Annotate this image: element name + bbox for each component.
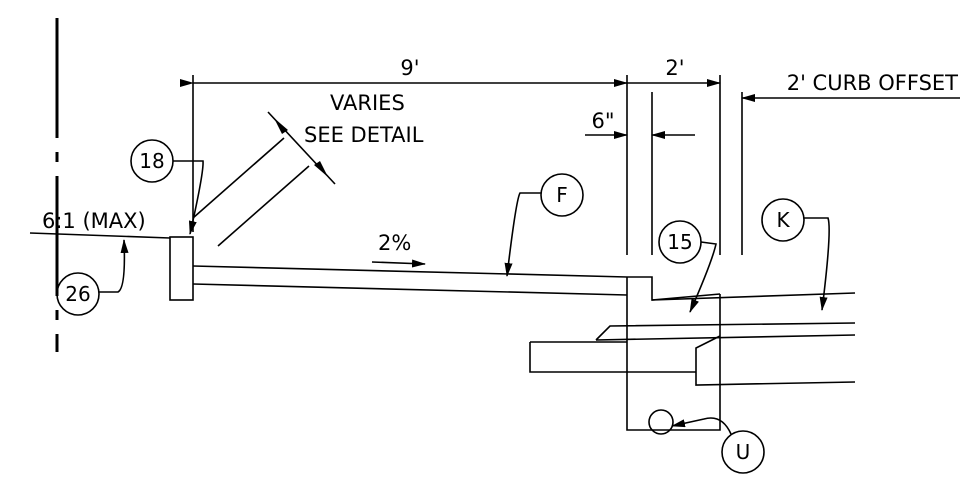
callout-15-label: 15 <box>667 230 692 254</box>
callout-U: U <box>671 417 765 474</box>
sidewalk-edge-post <box>169 236 194 301</box>
callout-18-label: 18 <box>139 149 164 173</box>
slope-max-label: 6:1 (MAX) <box>42 209 146 233</box>
callout-15: 15 <box>658 220 717 313</box>
dim-curb-offset-label: 2' CURB OFFSET <box>787 71 958 95</box>
see-detail-label: SEE DETAIL <box>304 123 424 147</box>
dim-6in: 6" <box>585 109 695 139</box>
callout-F-label: F <box>556 183 568 207</box>
callout-K: K <box>761 198 830 311</box>
callout-U-label: U <box>736 440 751 464</box>
sidewalk-slab <box>192 265 628 296</box>
callout-K-label: K <box>776 208 790 232</box>
dim-varies: VARIES SEE DETAIL <box>192 91 424 247</box>
cross-slope: 2% <box>371 231 426 268</box>
curb <box>626 276 856 431</box>
callout-26-label: 26 <box>65 282 90 306</box>
callout-F: F <box>504 173 584 277</box>
dim-2ft-label: 2' <box>665 56 684 80</box>
dim-curb-offset: 2' CURB OFFSET <box>741 71 960 255</box>
pavement-layers <box>529 322 856 386</box>
varies-label: VARIES <box>330 91 405 115</box>
dim-2ft: 2' <box>627 56 721 255</box>
callout-18: 18 <box>130 139 204 235</box>
ground-slope-line <box>29 232 171 239</box>
callout-26: 26 <box>56 239 129 316</box>
dim-9ft-label: 9' <box>400 56 419 80</box>
cross-slope-label: 2% <box>378 231 411 255</box>
dim-6in-label: 6" <box>591 109 614 133</box>
dim-9ft: 9' <box>180 56 628 255</box>
